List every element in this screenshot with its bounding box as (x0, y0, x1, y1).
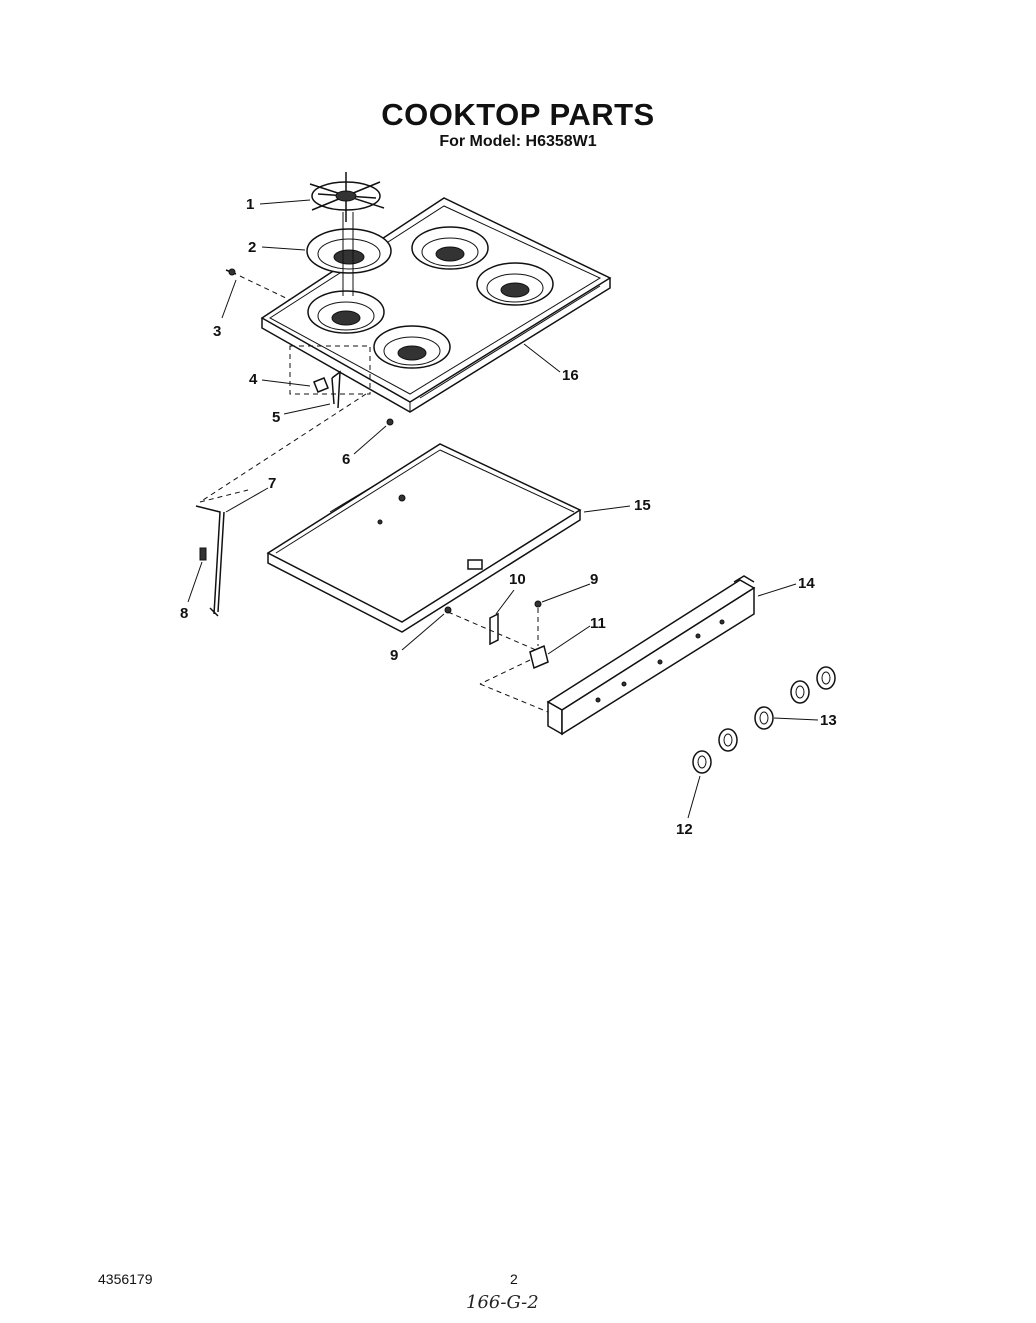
handwritten-code: 166-G-2 (466, 1292, 539, 1313)
knob-part-13-c (754, 706, 774, 730)
page-number: 2 (510, 1271, 518, 1287)
burner-recess-front-right (373, 325, 451, 369)
callout-11: 11 (590, 615, 606, 632)
leader-lines (187, 199, 819, 819)
callout-1: 1 (246, 196, 255, 213)
callout-9-right: 9 (590, 571, 599, 588)
clip-part-5 (331, 370, 341, 409)
screw-part-8 (199, 547, 207, 561)
document-number: 4356179 (98, 1271, 153, 1287)
control-panel-part-14 (546, 575, 756, 736)
callout-14: 14 (798, 575, 815, 592)
callout-2: 2 (248, 239, 257, 256)
callout-13: 13 (820, 712, 837, 729)
diagram-title: COOKTOP PARTS (381, 97, 655, 132)
burner-recess-rear-left (411, 226, 489, 270)
bracket-part-11 (529, 644, 549, 670)
bracket-part-10 (489, 612, 499, 646)
callout-7: 7 (268, 475, 277, 492)
callout-10: 10 (509, 571, 526, 588)
burner-recess-rear-right (476, 262, 554, 306)
callout-9-left: 9 (390, 647, 399, 664)
callout-8: 8 (180, 605, 189, 622)
burner-bowl-part-2 (306, 228, 392, 274)
callout-5: 5 (272, 409, 281, 426)
callout-6: 6 (342, 451, 351, 468)
callout-3: 3 (213, 323, 222, 340)
knob-part-13-a (816, 666, 836, 690)
callout-12: 12 (676, 821, 693, 838)
knob-part-12-a (718, 728, 738, 752)
callout-15: 15 (634, 497, 651, 514)
knob-part-12-b (692, 750, 712, 774)
support-rod-part-7 (195, 505, 225, 617)
screw-part-6 (386, 418, 394, 426)
cooktop-main-top-part-16 (260, 197, 612, 413)
callout-16: 16 (562, 367, 579, 384)
burner-recess-front-left (307, 290, 385, 334)
knob-part-13-b (790, 680, 810, 704)
lower-panel-part-15 (266, 443, 582, 633)
screw-part-3 (225, 268, 237, 276)
screw-part-9-right (534, 600, 542, 608)
model-subtitle: For Model: H6358W1 (439, 133, 597, 150)
callout-4: 4 (249, 371, 258, 388)
screw-part-9-left (444, 606, 452, 614)
burner-grate-part-1 (309, 172, 385, 222)
bracket-part-4 (313, 377, 329, 393)
